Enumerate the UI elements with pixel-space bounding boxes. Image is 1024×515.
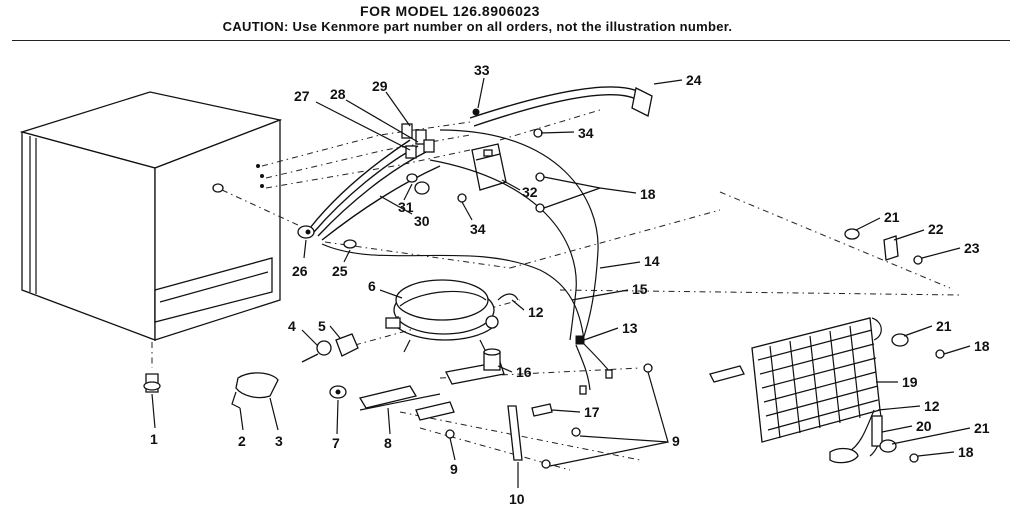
callout-34-top: 34 <box>578 125 594 141</box>
compressor <box>385 279 519 353</box>
start-components <box>301 333 359 363</box>
callout-16: 16 <box>516 364 532 380</box>
callout-8: 8 <box>384 435 392 451</box>
callout-numbers: 1 2 3 4 5 6 7 8 9 9 10 12 12 13 14 15 16… <box>150 62 990 507</box>
callout-34-bottom: 34 <box>470 221 486 237</box>
callout-21-bottom: 21 <box>974 420 990 436</box>
callout-31: 31 <box>398 199 414 215</box>
cabinet <box>19 91 283 341</box>
callout-22: 22 <box>928 221 944 237</box>
power-cord <box>469 86 653 127</box>
base-assembly <box>329 348 553 461</box>
callout-32: 32 <box>522 184 538 200</box>
callout-20: 20 <box>916 418 932 434</box>
wire-harness <box>297 123 441 249</box>
header-rule <box>12 40 1010 41</box>
callout-6: 6 <box>368 278 376 294</box>
callout-30: 30 <box>414 213 430 229</box>
callout-7: 7 <box>332 435 340 451</box>
small-parts-left <box>143 372 279 409</box>
callout-2: 2 <box>238 433 246 449</box>
callout-4: 4 <box>288 318 296 334</box>
callout-15: 15 <box>632 281 648 297</box>
callout-9-right: 9 <box>672 433 680 449</box>
callout-12-compressor: 12 <box>528 304 544 320</box>
callout-18-bottom: 18 <box>958 444 974 460</box>
callout-9-bottom: 9 <box>450 461 458 477</box>
callout-21-middle: 21 <box>936 318 952 334</box>
condenser <box>709 228 909 464</box>
callout-25: 25 <box>332 263 348 279</box>
model-title: FOR MODEL 126.8906023 <box>360 3 540 19</box>
callout-12-condenser: 12 <box>924 398 940 414</box>
relay-box <box>471 143 507 191</box>
callout-26: 26 <box>292 263 308 279</box>
callout-14: 14 <box>644 253 660 269</box>
callout-3: 3 <box>275 433 283 449</box>
callout-5: 5 <box>318 318 326 334</box>
screws <box>445 128 945 469</box>
callout-10: 10 <box>509 491 525 507</box>
callout-1: 1 <box>150 431 158 447</box>
callout-23: 23 <box>964 240 980 256</box>
callout-27: 27 <box>294 88 310 104</box>
callout-21-top: 21 <box>884 209 900 225</box>
callout-18-top: 18 <box>640 186 656 202</box>
callout-33: 33 <box>474 62 490 78</box>
callout-18-middle: 18 <box>974 338 990 354</box>
caution-note: CAUTION: Use Kenmore part number on all … <box>222 19 733 34</box>
compressor-leads <box>321 129 613 395</box>
callout-29: 29 <box>372 78 388 94</box>
callout-28: 28 <box>330 86 346 102</box>
callout-13: 13 <box>622 320 638 336</box>
callout-19: 19 <box>902 374 918 390</box>
callout-24: 24 <box>686 72 702 88</box>
leader-lines <box>151 77 971 488</box>
callout-17: 17 <box>584 404 600 420</box>
